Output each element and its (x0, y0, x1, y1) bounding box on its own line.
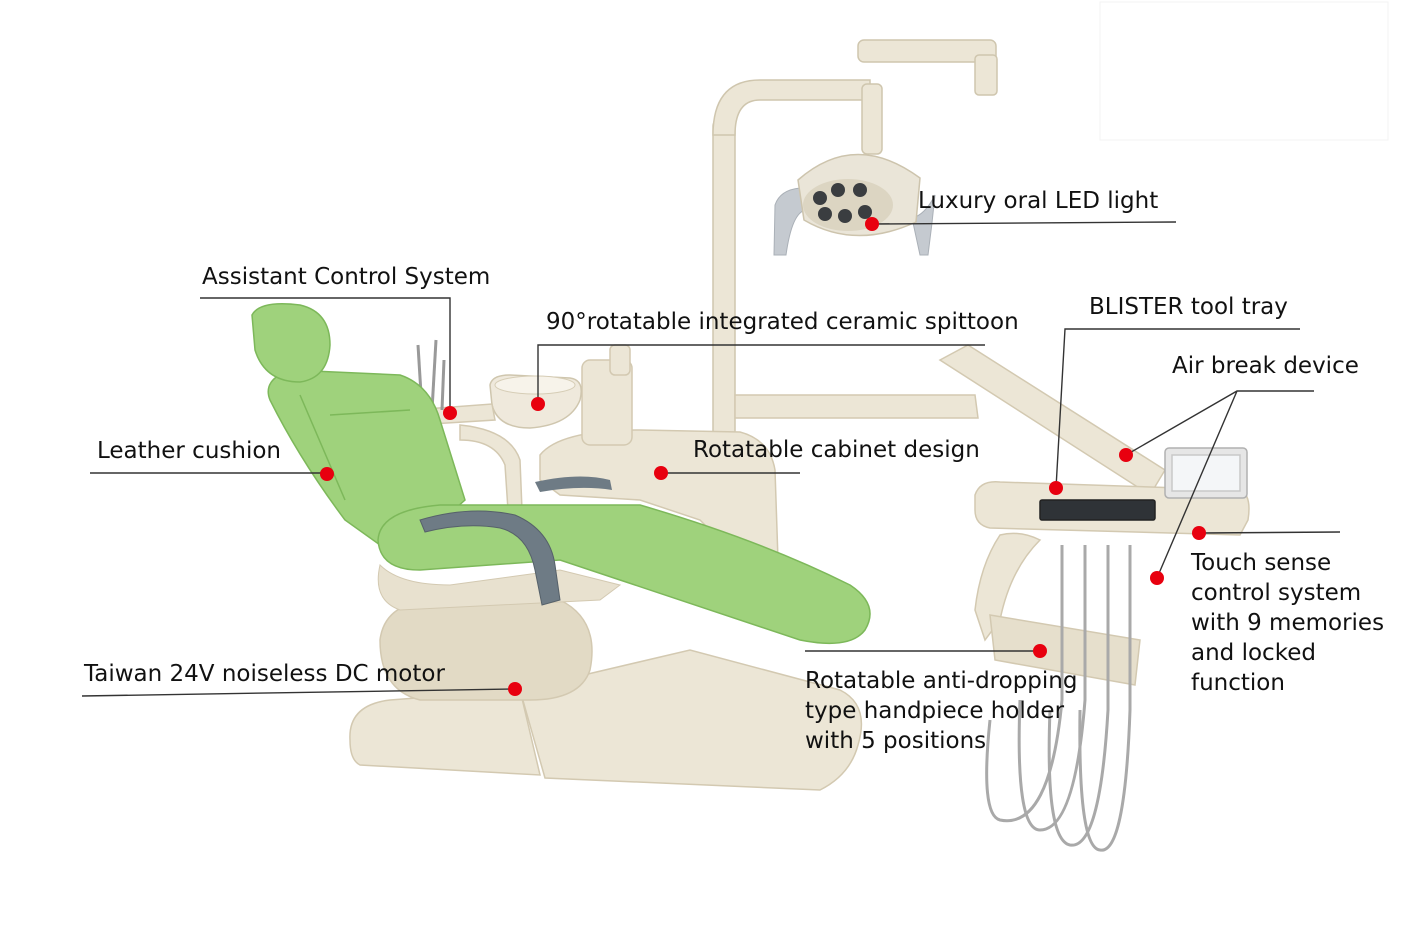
leader-tool-tray (1055, 328, 1300, 489)
leader-air-break (1125, 390, 1314, 579)
label-touch-sense-line-4: and locked (1191, 640, 1316, 666)
label-tool-tray: BLISTER tool tray (1089, 294, 1288, 320)
leader-touch-sense (1198, 531, 1341, 534)
label-handpiece-holder-line-3: with 5 positions (805, 728, 987, 754)
chair-upholstery (251, 303, 871, 645)
label-leather-cushion: Leather cushion (97, 438, 281, 464)
leader-spittoon (537, 344, 985, 404)
marker-touch-sense (1192, 526, 1206, 540)
label-motor: Taiwan 24V noiseless DC motor (84, 661, 445, 687)
cabinet (539, 344, 779, 561)
instrument-hoses (985, 545, 1132, 852)
leader-led-light (871, 221, 1177, 225)
label-assistant-control: Assistant Control System (202, 264, 491, 290)
marker-tool-tray (1049, 481, 1063, 495)
leader-motor (81, 688, 516, 697)
marker-led-light (865, 217, 879, 231)
label-touch-sense-line-5: function (1191, 670, 1285, 696)
label-touch-sense-line-1: Touch sense (1191, 550, 1332, 576)
chair-base (349, 599, 863, 791)
label-touch-sense-line-2: control system (1191, 580, 1362, 606)
light-post (712, 39, 998, 461)
marker-motor (508, 682, 522, 696)
marker-air-break-upper (1119, 448, 1133, 462)
marker-assistant-control (443, 406, 457, 420)
marker-leather-cushion (320, 467, 334, 481)
label-touch-sense-line-3: with 9 memories (1191, 610, 1385, 636)
label-handpiece-holder: Rotatable anti-dropping type handpiece h… (805, 666, 1077, 756)
armrest (419, 476, 612, 606)
label-spittoon: 90°rotatable integrated ceramic spittoon (546, 309, 1019, 335)
label-led-light: Luxury oral LED light (918, 188, 1159, 214)
led-light-head (773, 153, 936, 256)
leader-lines (81, 221, 1341, 697)
label-touch-sense: Touch sense control system with 9 memori… (1191, 548, 1384, 698)
marker-handpiece-holder (1033, 644, 1047, 658)
background-frame (1099, 1, 1389, 141)
marker-spittoon (531, 397, 545, 411)
doctor-unit-arm (734, 344, 1250, 686)
markers (320, 217, 1206, 696)
marker-cabinet (654, 466, 668, 480)
leader-assistant-control (200, 297, 451, 413)
label-handpiece-holder-line-1: Rotatable anti-dropping (805, 668, 1078, 694)
label-air-break: Air break device (1172, 353, 1359, 379)
label-cabinet: Rotatable cabinet design (693, 437, 980, 463)
marker-air-break-lower (1150, 571, 1164, 585)
label-handpiece-holder-line-2: type handpiece holder (805, 698, 1065, 724)
